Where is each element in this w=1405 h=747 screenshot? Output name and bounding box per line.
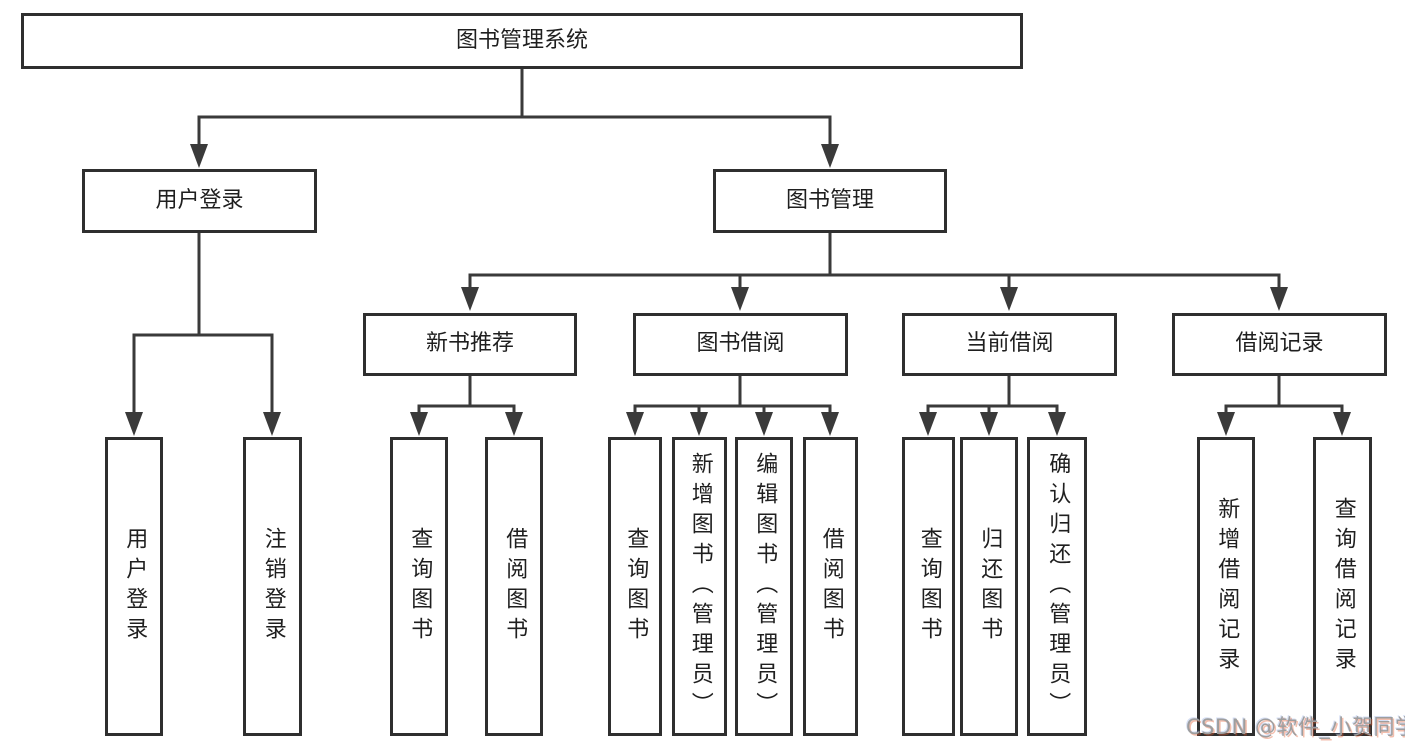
arrowheads-root-split	[190, 144, 839, 168]
leaf-records-query-borrow-record: 查询借阅记录	[1313, 437, 1372, 736]
leaf-borrowing-edit-books-admin: 编辑图书（管理员）	[735, 437, 793, 736]
leaf-borrowing-query-books: 查询图书	[608, 437, 662, 736]
node-borrowing-records: 借阅记录	[1172, 313, 1387, 376]
node-book-borrowing: 图书借阅	[633, 313, 848, 376]
arrowheads-user-login-group	[125, 412, 281, 436]
connector-book-borrow-group	[633, 374, 832, 418]
leaf-borrowing-add-books-admin: 新增图书（管理员）	[672, 437, 727, 736]
node-book-management: 图书管理	[713, 169, 947, 233]
leaf-user-login: 用户登录	[105, 437, 163, 736]
arrowheads-book-borrow-group	[626, 412, 839, 436]
leaf-current-return-books: 归还图书	[960, 437, 1018, 736]
connector-new-book-group	[417, 374, 516, 418]
leaf-records-add-borrow-record: 新增借阅记录	[1197, 437, 1255, 736]
connector-root-split	[197, 67, 832, 152]
leaf-borrowing-borrow-books: 借阅图书	[803, 437, 858, 736]
leaf-newbook-borrow-books: 借阅图书	[485, 437, 543, 736]
leaf-logout: 注销登录	[243, 437, 302, 736]
node-current-borrowing: 当前借阅	[902, 313, 1117, 376]
leaf-newbook-query-books: 查询图书	[390, 437, 448, 736]
csdn-watermark: CSDN @软件_小贺同学	[1186, 715, 1405, 739]
connector-book-mgmt-group	[468, 231, 1281, 294]
node-user-login: 用户登录	[82, 169, 317, 233]
leaf-current-query-books: 查询图书	[902, 437, 955, 736]
leaf-current-confirm-return-admin: 确认归还（管理员）	[1027, 437, 1087, 736]
connector-user-login-group	[132, 231, 274, 418]
arrowheads-borrow-record-group	[1217, 412, 1351, 436]
node-library-system: 图书管理系统	[21, 13, 1023, 69]
node-new-book-recommend: 新书推荐	[363, 313, 577, 376]
connector-borrow-record-group	[1224, 374, 1344, 418]
connector-current-borrow-group	[926, 374, 1059, 418]
arrowheads-current-borrow-group	[919, 412, 1066, 436]
arrowheads-book-mgmt-group	[461, 287, 1288, 311]
arrowheads-new-book-group	[410, 412, 523, 436]
